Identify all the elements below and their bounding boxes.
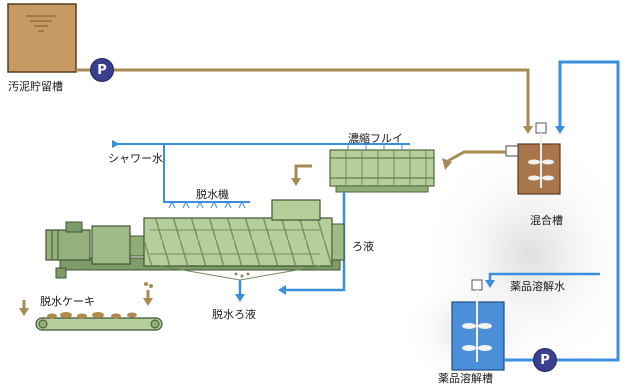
dewatering-machine-label: 脱水機	[196, 188, 229, 201]
screw-press	[45, 199, 345, 281]
dewatered-cake-label: 脱水ケーキ	[40, 295, 95, 308]
mixing-tank	[517, 122, 561, 195]
sludge-pump: P	[90, 58, 114, 82]
dewatered-filtrate-label: 脱水ろ液	[212, 308, 256, 321]
mixing-tank-label: 混合槽	[530, 214, 563, 227]
shower-water-arrow	[112, 140, 120, 148]
thickened-sludge-arrow	[291, 178, 301, 186]
chemical-pump: P	[533, 348, 557, 372]
thickening-screen	[329, 149, 435, 193]
sludge-feed-arrow	[523, 126, 533, 134]
thickened-sludge-line	[294, 164, 312, 180]
sludge-feed-line	[76, 68, 530, 128]
chemical-water-label: 薬品溶解水	[510, 280, 565, 293]
chemical-tank-label: 薬品溶解槽	[438, 372, 493, 385]
mixed-sludge-arrow	[442, 158, 452, 170]
screen-nozzles	[347, 144, 403, 150]
chemical-tank	[451, 279, 505, 371]
machine-nozzles	[168, 201, 246, 209]
dewatered-filtrate-arrow	[235, 294, 245, 302]
mixed-sludge-line	[445, 150, 506, 164]
machine-shower-line	[163, 144, 250, 203]
sludge-storage-tank	[7, 3, 77, 73]
chemical-feed-arrow	[555, 126, 565, 134]
filtrate-arrow	[278, 285, 286, 295]
chemical-water-arrow	[485, 280, 495, 288]
mixing-tank-outlet	[505, 145, 519, 157]
thickening-screen-label: 濃縮フルイ	[348, 132, 403, 145]
filtrate-drips	[234, 272, 250, 278]
cake-drops	[19, 282, 153, 316]
shower-water-label: シャワー水	[108, 152, 163, 165]
sludge-tank-label: 汚泥貯留槽	[8, 80, 63, 93]
chemical-water-line	[488, 272, 600, 282]
chemical-feed-line	[557, 60, 620, 362]
belt-conveyor	[35, 312, 163, 331]
filtrate-label: ろ液	[352, 240, 374, 253]
